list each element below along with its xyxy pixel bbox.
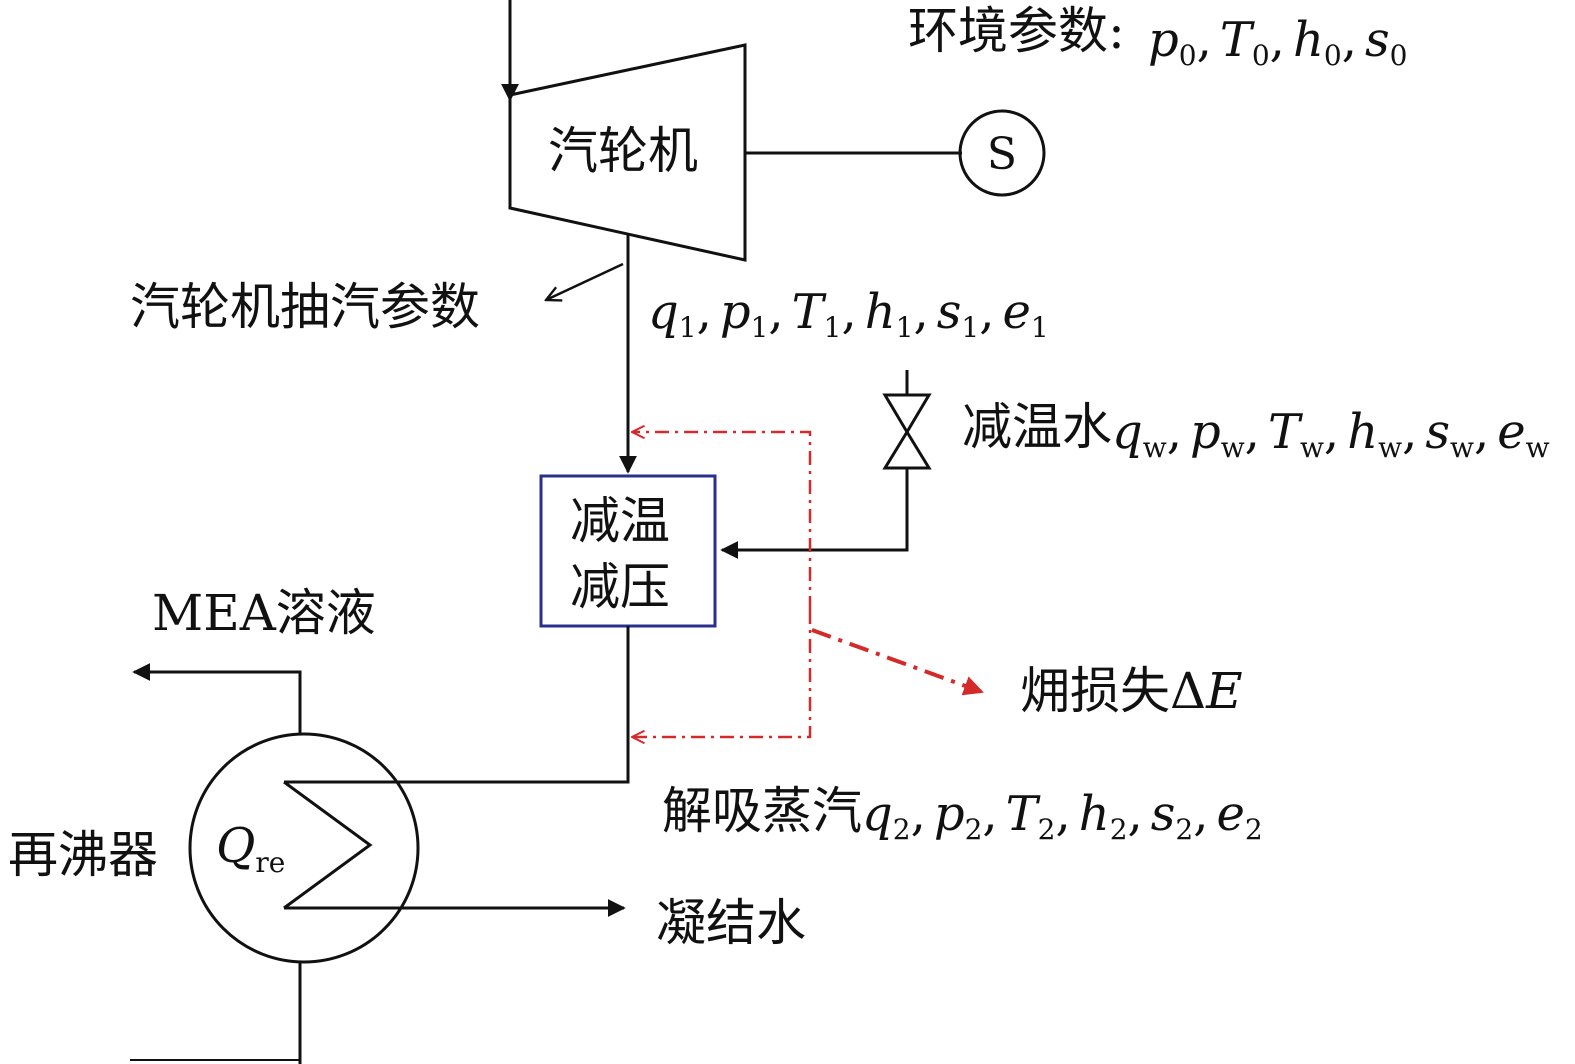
ambient-param-h-subscript: 0 (1324, 39, 1342, 72)
shaft-symbol: S (987, 129, 1017, 180)
extraction-param-separator: , (914, 284, 929, 340)
spray-param-q-subscript: w (1143, 431, 1167, 464)
extraction-params-label: 汽轮机抽汽参数 (130, 278, 480, 336)
ambient-params-label: 环境参数: (908, 2, 1125, 60)
ambient-param-p-subscript: 0 (1179, 39, 1197, 72)
spray-param-e-subscript: w (1526, 431, 1550, 464)
desorption-param-h-symbol: h (1079, 786, 1110, 842)
ambient-param-list: p0,T0,h0,s0 (1148, 12, 1407, 72)
valve-icon (882, 393, 932, 470)
desorption-param-T-subscript: 2 (1038, 813, 1056, 846)
spray-param-s-symbol: s (1425, 404, 1450, 460)
desorption-param-separator: , (911, 786, 926, 842)
desorption-param-separator: , (1128, 786, 1143, 842)
extraction-param-p-subscript: 1 (751, 311, 769, 344)
desorption-param-separator: , (1193, 786, 1208, 842)
desorption-param-s-symbol: s (1151, 786, 1176, 842)
spray-param-separator: , (1402, 404, 1417, 460)
desorption-param-q-symbol: q (862, 786, 893, 842)
ambient-param-T-subscript: 0 (1252, 39, 1270, 72)
ambient-param-separator: , (1270, 12, 1285, 68)
ambient-param-separator: , (1197, 12, 1212, 68)
spray-param-p-symbol: p (1190, 404, 1221, 460)
mea-outlet-line (132, 663, 302, 734)
spray-param-T-symbol: T (1268, 404, 1303, 460)
reboiler-heat-subscript: re (255, 846, 285, 879)
extraction-param-s-subscript: 1 (961, 311, 979, 344)
exergy-loss-boundary (632, 432, 812, 737)
spray-param-p-subscript: w (1221, 431, 1245, 464)
extraction-param-pointer (546, 262, 624, 300)
mea-solution-label: MEA溶液 (152, 584, 376, 642)
turbine-label: 汽轮机 (548, 122, 698, 180)
extraction-param-e-subscript: 1 (1031, 311, 1049, 344)
desorption-param-separator: , (982, 786, 997, 842)
extraction-param-e-symbol: e (1003, 284, 1031, 340)
desorption-param-list: q2,p2,T2,h2,s2,e2 (862, 786, 1263, 846)
desorption-steam-line (284, 626, 630, 784)
exergy-loss-arrow (811, 628, 984, 696)
exergy-loss-variable: E (1205, 662, 1243, 720)
spray-param-q-symbol: q (1112, 404, 1143, 460)
desorption-param-separator: , (1056, 786, 1071, 842)
turbine-body (508, 43, 747, 262)
ambient-param-s-symbol: s (1365, 12, 1390, 68)
reboiler-coil (283, 780, 373, 910)
extraction-param-separator: , (768, 284, 783, 340)
desorption-param-T-symbol: T (1006, 786, 1041, 842)
spray-param-h-symbol: h (1347, 404, 1378, 460)
desorption-param-q-subscript: 2 (893, 813, 911, 846)
extraction-param-list: q1,p1,T1,h1,s1,e1 (648, 284, 1049, 344)
shaft-circle (958, 109, 1046, 197)
reboiler-heat-symbol: Q (216, 818, 255, 874)
desorption-param-p-subscript: 2 (965, 813, 983, 846)
ambient-param-h-symbol: h (1293, 12, 1324, 68)
exergy-loss-label: 㶲损失ΔE (1020, 662, 1243, 720)
extraction-param-separator: , (697, 284, 712, 340)
desorption-param-p-symbol: p (934, 786, 965, 842)
ambient-param-separator: , (1342, 12, 1357, 68)
spray-param-s-subscript: w (1450, 431, 1474, 464)
reboiler-heat-label: Qre (216, 818, 285, 879)
spray-param-separator: , (1474, 404, 1489, 460)
condensate-label: 凝结水 (656, 894, 806, 952)
spray-param-h-subscript: w (1378, 431, 1402, 464)
extraction-param-separator: , (979, 284, 994, 340)
spray-param-list: qw,pw,Tw,hw,sw,ew (1112, 404, 1550, 464)
extraction-param-s-symbol: s (937, 284, 962, 340)
desorption-param-s-subscript: 2 (1175, 813, 1193, 846)
desorption-param-h-subscript: 2 (1110, 813, 1128, 846)
exergy-loss-text: 㶲损失Δ (1020, 662, 1206, 720)
desorption-param-e-symbol: e (1217, 786, 1245, 842)
ambient-param-T-symbol: T (1220, 12, 1255, 68)
extraction-param-p-symbol: p (720, 284, 751, 340)
extraction-param-q-symbol: q (648, 284, 679, 340)
spray-param-separator: , (1167, 404, 1182, 460)
ambient-param-p-symbol: p (1148, 12, 1179, 68)
desuperheater-label-1: 减温 (570, 492, 670, 550)
spray-param-e-symbol: e (1497, 404, 1525, 460)
spray-water-label: 减温水 (962, 398, 1112, 456)
extraction-param-T-subscript: 1 (824, 311, 842, 344)
reboiler-label: 再沸器 (8, 826, 158, 884)
spray-param-separator: , (1324, 404, 1339, 460)
extraction-param-separator: , (842, 284, 857, 340)
extraction-param-q-subscript: 1 (679, 311, 697, 344)
extraction-param-T-symbol: T (792, 284, 827, 340)
reboiler-shell (188, 732, 420, 964)
spray-param-separator: , (1245, 404, 1260, 460)
extraction-param-h-symbol: h (865, 284, 896, 340)
spray-water-line (720, 468, 909, 559)
extraction-param-h-subscript: 1 (896, 311, 914, 344)
desuperheater-label-2: 减压 (570, 558, 670, 616)
desorption-param-e-subscript: 2 (1245, 813, 1263, 846)
spray-param-T-subscript: w (1300, 431, 1324, 464)
ambient-param-s-subscript: 0 (1390, 39, 1408, 72)
desorption-steam-label: 解吸蒸汽 (662, 782, 862, 840)
